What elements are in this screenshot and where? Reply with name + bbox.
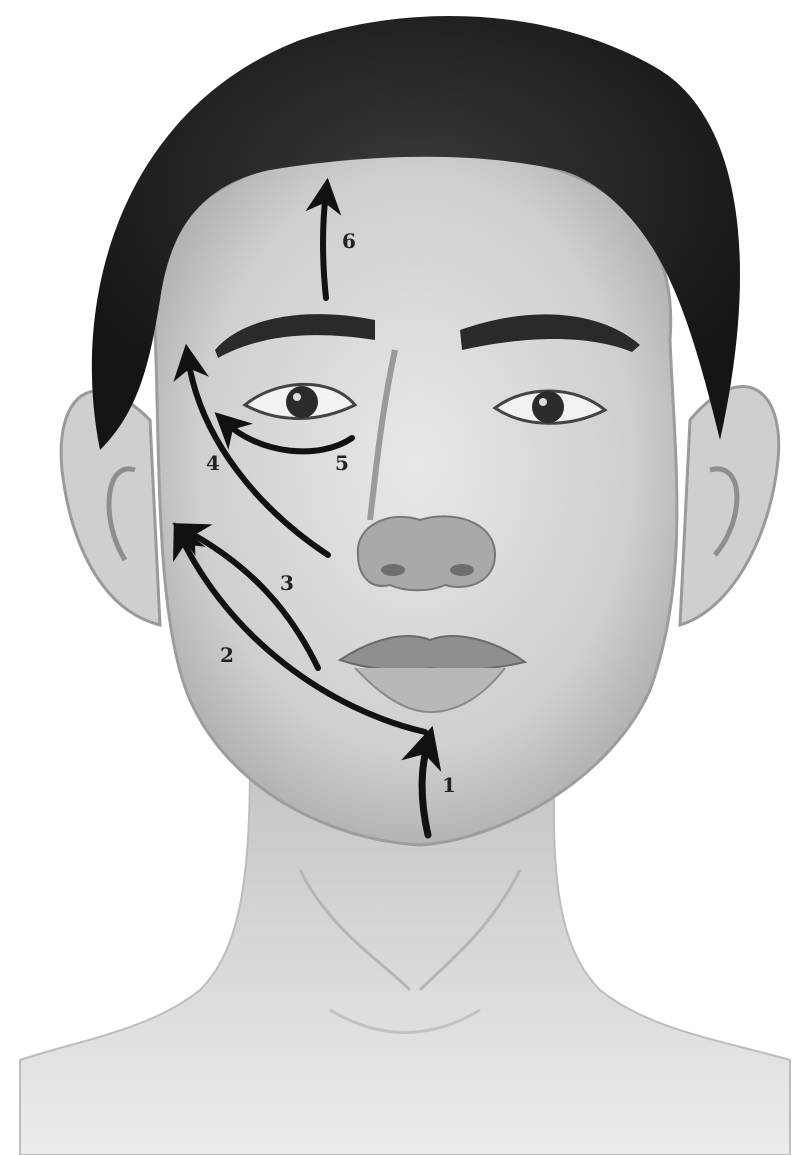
arrow-6 — [323, 192, 326, 298]
arrow-label-1: 1 — [442, 773, 456, 797]
arrow-label-4: 4 — [206, 451, 220, 475]
arrow-label-3: 3 — [280, 571, 294, 595]
arrow-label-5: 5 — [335, 451, 349, 475]
face — [155, 150, 677, 845]
arrow-label-6: 6 — [342, 229, 356, 253]
arrow-label-2: 2 — [220, 643, 234, 667]
